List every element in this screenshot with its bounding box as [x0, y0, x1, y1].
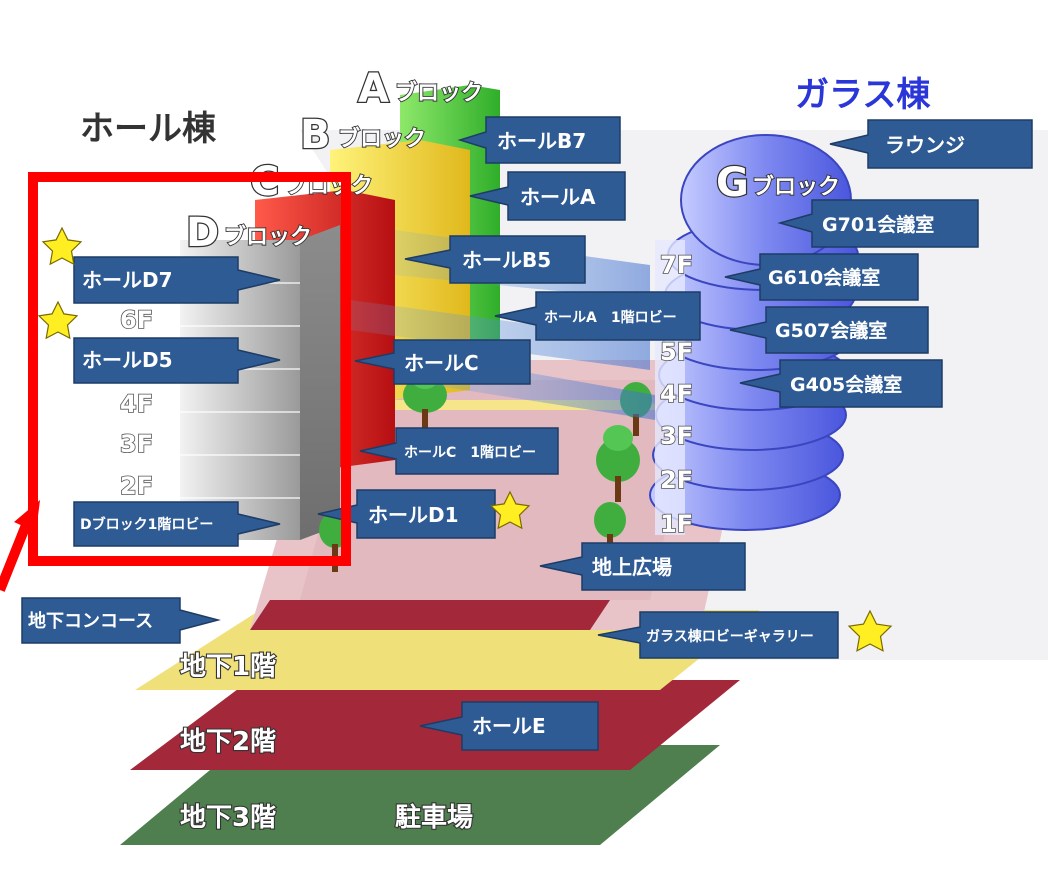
hall-e-label: ホールE	[472, 714, 546, 738]
g-floor-4f: 4F	[660, 380, 693, 408]
hall-c-lobby-label: ホールC 1階ロビー	[404, 444, 536, 461]
d-floor-3f: 3F	[120, 430, 153, 458]
block-g-label: G ブロック	[715, 159, 841, 208]
callout-hall-d1[interactable]: ホールD1	[317, 489, 496, 539]
callout-hall-a-lobby[interactable]: ホールA 1階ロビー	[494, 291, 701, 341]
star-markers	[37, 226, 893, 652]
hall-a-lobby-label: ホールA 1階ロビー	[544, 309, 677, 326]
d-floor-4f: 4F	[120, 390, 153, 418]
callout-g701[interactable]: G701会議室	[777, 199, 979, 248]
callout-hall-b7[interactable]: ホールB7	[457, 116, 621, 164]
star-icon	[489, 490, 531, 530]
b1-label: 地下1階	[180, 652, 276, 682]
g701-label: G701会議室	[822, 213, 934, 236]
ground-plaza-label: 地上広場	[592, 555, 672, 579]
block-a-letter: A	[358, 66, 389, 112]
b2-label: 地下2階	[180, 727, 276, 757]
block-a-label: A ブロック	[357, 65, 484, 114]
callout-hall-d5[interactable]: ホールD5	[73, 337, 281, 384]
star-icon	[847, 609, 893, 652]
g-floor-5f: 5F	[660, 338, 693, 366]
g507-label: G507会議室	[775, 319, 887, 342]
star-icon	[41, 226, 83, 266]
glass-lobby-gallery-label: ガラス棟ロビーギャラリー	[646, 628, 814, 645]
callout-hall-a[interactable]: ホールA	[469, 171, 626, 221]
d-block-lobby-label: Dブロック1階ロビー	[80, 516, 213, 533]
block-d-letter: D	[186, 210, 219, 256]
d-floor-2f: 2F	[120, 472, 153, 500]
hall-b7-label: ホールB7	[497, 129, 586, 153]
hall-d7-label: ホールD7	[82, 268, 173, 292]
glass-building-title: ガラス棟	[795, 75, 931, 115]
hall-c-label: ホールC	[404, 351, 479, 375]
b3-label: 地下3階	[180, 803, 276, 833]
callout-glass-lobby-gallery[interactable]: ガラス棟ロビーギャラリー	[597, 611, 839, 659]
callout-hall-e[interactable]: ホールE	[419, 701, 599, 751]
block-b-letter: B	[300, 112, 331, 158]
g-floor-7f: 7F	[660, 251, 693, 279]
star-icon	[37, 300, 79, 340]
highlight-frame	[28, 172, 351, 566]
d-block-floors: 7F 6F 5F 4F 3F 2F 1F	[119, 261, 154, 543]
d-block-side	[300, 225, 340, 540]
d-floor-6f: 6F	[120, 306, 153, 334]
callout-g507[interactable]: G507会議室	[729, 306, 929, 354]
block-g-letter: G	[716, 160, 749, 206]
block-b-word: ブロック	[338, 126, 426, 152]
hall-building-title: ホール棟	[80, 109, 217, 149]
callout-ground-plaza[interactable]: 地上広場	[539, 542, 746, 591]
callout-g405[interactable]: G405会議室	[739, 359, 943, 408]
callout-g610[interactable]: G610会議室	[724, 253, 919, 301]
lounge-label: ラウンジ	[885, 133, 965, 157]
callout-d-block-lobby[interactable]: Dブロック1階ロビー	[73, 501, 281, 547]
hall-a-label: ホールA	[520, 185, 596, 209]
parking-label: 駐車場	[395, 803, 473, 833]
g-floor-2f: 2F	[660, 466, 693, 494]
d-block-front	[180, 240, 300, 540]
callout-underground-concourse[interactable]: 地下コンコース	[21, 597, 221, 644]
glass-building	[649, 134, 859, 535]
g610-label: G610会議室	[768, 266, 880, 289]
block-g-word: ブロック	[752, 174, 840, 200]
block-d-label: D ブロック	[185, 209, 313, 258]
hall-d1-label: ホールD1	[368, 503, 459, 527]
callout-lounge[interactable]: ラウンジ	[829, 119, 1033, 169]
hall-b5-label: ホールB5	[462, 248, 551, 272]
g-floor-1f: 1F	[660, 510, 693, 538]
callout-hall-c[interactable]: ホールC	[354, 339, 531, 385]
block-a-word: ブロック	[395, 80, 483, 106]
g-floor-3f: 3F	[660, 422, 693, 450]
hall-d5-label: ホールD5	[82, 348, 173, 372]
b1-ceiling-strip	[250, 600, 610, 630]
callout-hall-b5[interactable]: ホールB5	[404, 235, 586, 284]
block-b-label: B ブロック	[299, 111, 427, 160]
red-arrow-icon	[0, 500, 40, 592]
block-d-word: ブロック	[224, 224, 312, 250]
g405-label: G405会議室	[790, 373, 902, 396]
underground-concourse-label: 地下コンコース	[28, 610, 153, 632]
callout-hall-c-lobby[interactable]: ホールC 1階ロビー	[359, 427, 559, 475]
callout-hall-d7[interactable]: ホールD7	[73, 256, 281, 304]
